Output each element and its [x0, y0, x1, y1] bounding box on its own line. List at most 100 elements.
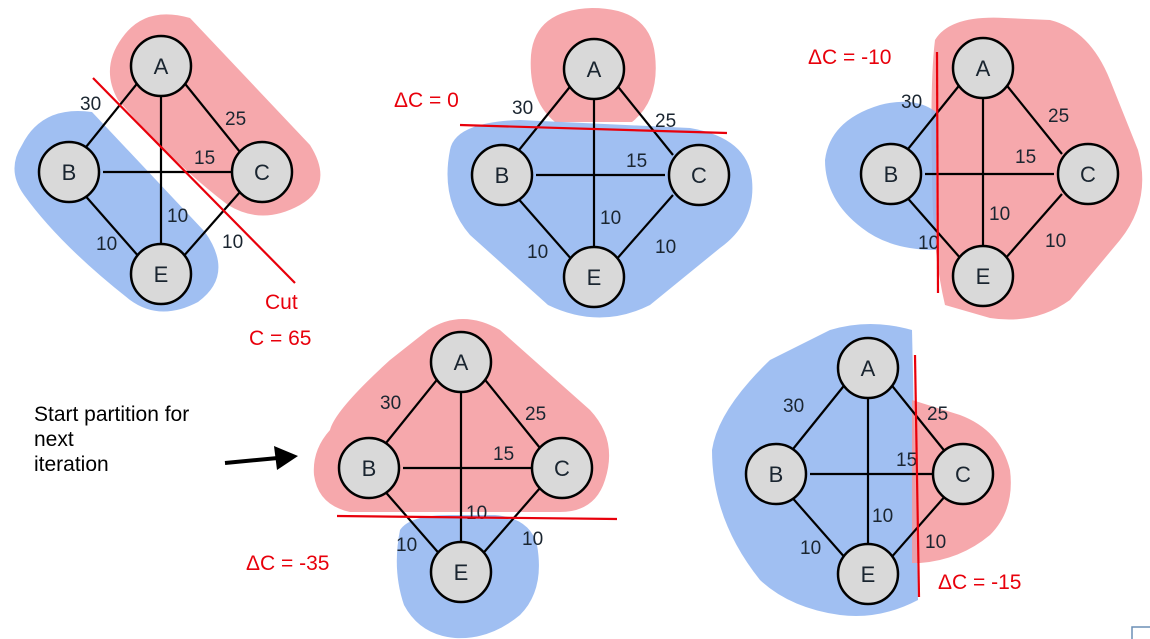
svg-text:B: B — [769, 462, 784, 487]
svg-text:A: A — [154, 54, 169, 79]
weight-bc: 15 — [1015, 147, 1036, 168]
node-a: A — [129, 34, 193, 98]
start-note-line3: iteration — [34, 453, 109, 476]
weight-ae: 10 — [872, 506, 893, 527]
node-b: B — [744, 442, 808, 506]
edge-ac — [1003, 81, 1063, 155]
weight-be: 10 — [800, 538, 821, 559]
node-a: A — [429, 330, 493, 394]
delta-label: ΔC = -15 — [938, 571, 1021, 594]
edge-ab — [788, 381, 848, 455]
delta-label: ΔC = -35 — [246, 552, 329, 575]
start-note-line1: Start partition for — [34, 403, 189, 426]
svg-text:C: C — [554, 456, 570, 481]
weight-ac: 25 — [525, 404, 546, 425]
node-e: E — [951, 244, 1015, 308]
svg-text:B: B — [362, 456, 377, 481]
node-e: E — [836, 542, 900, 606]
edge-ab — [514, 82, 574, 156]
svg-text:B: B — [884, 162, 899, 187]
edge-ce — [614, 194, 674, 262]
weight-ae: 10 — [600, 208, 621, 229]
weight-be: 10 — [918, 233, 939, 254]
start-note-line2: next — [34, 428, 74, 451]
weight-ce: 10 — [655, 237, 676, 258]
cut-line — [92, 77, 296, 284]
edge-ce — [181, 191, 241, 259]
cut-line — [459, 123, 728, 135]
weight-be: 10 — [96, 234, 117, 255]
svg-text:E: E — [587, 265, 602, 290]
weight-ab: 30 — [512, 98, 533, 119]
edge-ce — [478, 487, 541, 559]
edge-ab — [903, 81, 963, 155]
svg-text:C: C — [691, 163, 707, 188]
weight-ae: 10 — [989, 204, 1010, 225]
node-e: E — [562, 245, 626, 309]
panel-move-b: 30 25 15 10 10 10 A B C E ΔC = -10 — [808, 17, 1143, 320]
edge-ab — [381, 375, 441, 449]
weight-ac: 25 — [927, 404, 948, 425]
weight-bc: 15 — [493, 444, 514, 465]
svg-text:A: A — [861, 356, 876, 381]
node-e: E — [129, 242, 193, 306]
svg-text:C: C — [955, 462, 971, 487]
weight-bc: 15 — [626, 151, 647, 172]
panel-move-a: 30 25 15 10 10 10 A B C E ΔC = 0 — [394, 8, 753, 318]
weight-ac: 25 — [225, 109, 246, 130]
svg-text:B: B — [495, 163, 510, 188]
svg-text:C: C — [254, 160, 270, 185]
weight-be: 10 — [527, 242, 548, 263]
weight-ae: 10 — [466, 503, 487, 524]
edge-be — [514, 194, 574, 262]
node-a: A — [562, 37, 626, 101]
node-b: B — [470, 143, 534, 207]
frame-corner — [1131, 626, 1150, 639]
start-partition-note: Start partition for next iteration — [34, 403, 298, 476]
svg-text:A: A — [587, 57, 602, 82]
node-c: C — [1056, 142, 1120, 206]
weight-ab: 30 — [783, 396, 804, 417]
edge-be — [381, 487, 444, 559]
svg-text:E: E — [154, 262, 169, 287]
panel-initial: 30 25 15 10 10 10 A B C E Cut C = 65 — [14, 14, 321, 350]
edge-be — [903, 193, 963, 261]
initial-cost: C = 65 — [249, 327, 311, 350]
arrow-right-icon — [224, 446, 298, 470]
edge-ac — [614, 82, 674, 156]
weight-ae: 10 — [167, 206, 188, 227]
weight-ab: 30 — [380, 393, 401, 414]
svg-text:C: C — [1080, 162, 1096, 187]
delta-label: ΔC = 0 — [394, 89, 459, 112]
weight-ab: 30 — [901, 92, 922, 113]
weight-ce: 10 — [522, 529, 543, 550]
cut-line — [913, 354, 921, 598]
panel-move-e: 30 25 15 10 10 10 A B C E ΔC = -35 — [246, 319, 618, 639]
node-b: B — [37, 140, 101, 204]
svg-text:E: E — [976, 264, 991, 289]
node-c: C — [230, 140, 294, 204]
delta-label: ΔC = -10 — [808, 46, 891, 69]
node-b: B — [337, 436, 401, 500]
weight-ac: 25 — [1048, 106, 1069, 127]
edge-ce — [1003, 193, 1063, 261]
edge-ab — [81, 79, 141, 153]
node-c: C — [530, 436, 594, 500]
cut-label: Cut — [265, 291, 298, 314]
cut-line — [935, 51, 940, 294]
svg-text:E: E — [454, 560, 469, 585]
node-b: B — [859, 142, 923, 206]
weight-ab: 30 — [80, 94, 101, 115]
svg-text:A: A — [976, 56, 991, 81]
weight-bc: 15 — [896, 450, 917, 471]
svg-text:E: E — [861, 562, 876, 587]
node-e: E — [429, 540, 493, 604]
node-c: C — [931, 442, 995, 506]
node-a: A — [951, 36, 1015, 100]
edge-be — [788, 493, 848, 561]
weight-ce: 10 — [1045, 231, 1066, 252]
edge-be — [81, 191, 141, 259]
edge-ac — [481, 375, 541, 449]
edge-ac — [181, 79, 241, 153]
